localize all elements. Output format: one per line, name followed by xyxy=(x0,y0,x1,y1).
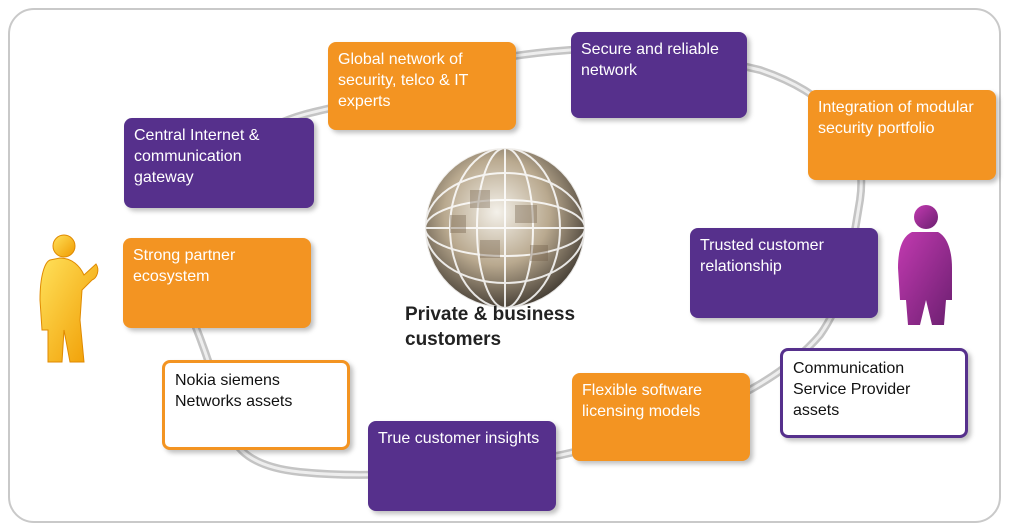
box-central-gateway: Central Internet & communication gateway xyxy=(124,118,314,208)
box-integration: Integration of modular security portfoli… xyxy=(808,90,996,180)
globe-of-faces-icon xyxy=(424,147,586,309)
center-label: Private & business customers xyxy=(405,304,576,350)
box-global-network: Global network of security, telco & IT e… xyxy=(328,42,516,130)
box-csp-assets: Communication Service Provider assets xyxy=(780,348,968,438)
box-customer-insights: True customer insights xyxy=(368,421,556,511)
person-silhouette-icon xyxy=(898,205,952,325)
box-partner-ecosystem: Strong partner ecosystem xyxy=(123,238,311,328)
box-trusted-relationship: Trusted customer relationship xyxy=(690,228,878,318)
box-flexible-licensing: Flexible software licensing models xyxy=(572,373,750,461)
box-secure-network: Secure and reliable network xyxy=(571,32,747,118)
box-nsn-assets: Nokia siemens Networks assets xyxy=(162,360,350,450)
person-silhouette-icon xyxy=(39,234,99,363)
